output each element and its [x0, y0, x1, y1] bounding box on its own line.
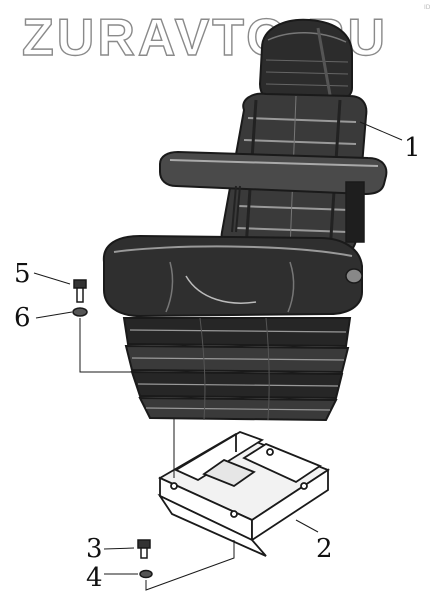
corner-mark: ID [424, 4, 431, 11]
suspension-bellows [122, 317, 352, 422]
callout-2: 2 [316, 534, 333, 564]
callout-1: 1 [404, 133, 421, 163]
bolt-lower [137, 539, 151, 559]
seat-assembly [102, 18, 388, 422]
callout-4: 4 [86, 563, 103, 593]
headrest [258, 18, 353, 103]
callout-3: 3 [86, 534, 103, 564]
washer-upper [72, 307, 88, 317]
seat-base-bracket [157, 431, 330, 557]
callout-6: 6 [14, 303, 31, 333]
washer-lower [139, 569, 153, 579]
bolt-upper [73, 279, 87, 303]
callout-5: 5 [14, 259, 31, 289]
leader-lines [33, 121, 403, 591]
seat-cushion [102, 234, 363, 318]
armrest [159, 150, 388, 243]
